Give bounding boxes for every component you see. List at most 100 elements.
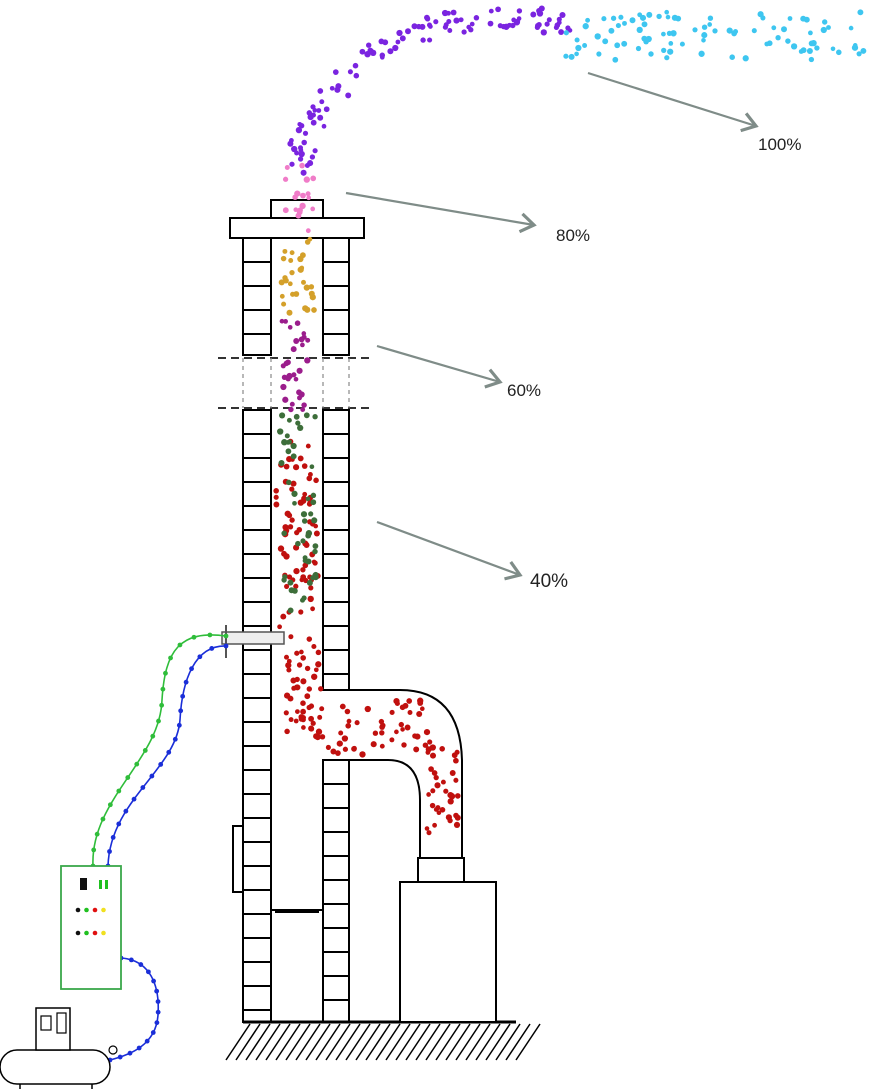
particle-green xyxy=(307,580,313,586)
right-brick xyxy=(323,928,349,952)
particle-purple xyxy=(298,156,303,161)
particle-green xyxy=(281,439,287,445)
hose-green-bead xyxy=(143,748,148,753)
particle-purple xyxy=(301,170,307,176)
arrow-80-shaft xyxy=(346,193,534,225)
right-brick xyxy=(323,626,349,650)
right-brick xyxy=(323,952,349,976)
particle-red xyxy=(343,747,348,752)
particle-green xyxy=(306,530,312,536)
left-brick xyxy=(243,1010,271,1022)
particle-gold xyxy=(289,270,294,275)
particle-red xyxy=(455,793,461,799)
particle-red xyxy=(453,813,459,819)
particle-red xyxy=(319,706,324,711)
particle-green xyxy=(312,573,318,579)
particle-red xyxy=(314,531,320,537)
particle-green xyxy=(311,493,316,498)
particle-cyan xyxy=(781,26,787,32)
ground-hatch xyxy=(466,1024,490,1060)
right-brick xyxy=(323,506,349,530)
particle-cyan xyxy=(692,27,697,32)
particle-cyan xyxy=(799,49,804,54)
particle-red xyxy=(273,502,279,508)
particle-red xyxy=(443,789,448,794)
left-brick xyxy=(243,914,271,938)
particle-red xyxy=(294,685,299,690)
particle-green xyxy=(302,518,308,524)
particle-cyan xyxy=(648,51,653,56)
particle-cyan xyxy=(661,48,666,53)
particle-red xyxy=(371,741,377,747)
particle-red xyxy=(310,606,315,611)
hose-lower-bead xyxy=(128,1051,133,1056)
hose-blue-bead xyxy=(180,694,185,699)
ground-hatch xyxy=(386,1024,410,1060)
particle-purple xyxy=(451,10,457,16)
particle-purple xyxy=(353,63,359,69)
particle-red xyxy=(297,662,302,667)
ground-hatch xyxy=(366,1024,390,1060)
particle-purple xyxy=(501,24,506,29)
hose-blue-bead xyxy=(178,708,183,713)
particle-red xyxy=(380,744,385,749)
left-brick xyxy=(243,262,271,286)
particle-red xyxy=(390,710,395,715)
particle-purple xyxy=(427,37,432,42)
particle-red xyxy=(453,758,459,764)
particle-red xyxy=(453,778,458,783)
particle-magenta xyxy=(304,357,310,363)
particle-red xyxy=(314,667,319,672)
particle-red xyxy=(423,742,428,747)
furnace-body xyxy=(400,882,496,1022)
label-60-percent: 60% xyxy=(507,381,541,400)
particle-cyan xyxy=(564,30,569,35)
particle-purple xyxy=(468,27,473,32)
particle-green xyxy=(286,480,291,485)
particle-green xyxy=(297,425,303,431)
particle-red xyxy=(294,719,299,724)
left-brick xyxy=(243,530,271,554)
right-brick xyxy=(323,530,349,554)
particle-green xyxy=(282,574,287,579)
ground-hatch xyxy=(486,1024,510,1060)
particle-magenta xyxy=(294,377,299,382)
left-brick xyxy=(243,962,271,986)
particle-cyan xyxy=(637,27,643,33)
particle-red xyxy=(305,666,310,671)
right-brick xyxy=(323,262,349,286)
particle-red xyxy=(288,634,293,639)
particle-cyan xyxy=(575,45,581,51)
particle-red xyxy=(355,720,360,725)
right-brick xyxy=(323,238,349,262)
particle-purple xyxy=(319,99,324,104)
right-brick xyxy=(323,554,349,578)
hose-lower-bead xyxy=(129,958,134,963)
particle-pink xyxy=(304,176,310,182)
particle-purple xyxy=(366,43,371,48)
right-brick xyxy=(323,458,349,482)
particle-green xyxy=(281,531,287,537)
particle-red xyxy=(289,717,294,722)
hose-lower-bead xyxy=(151,979,156,984)
particle-red xyxy=(413,746,419,752)
right-brick xyxy=(323,602,349,626)
right-brick xyxy=(323,904,349,928)
hose-green-bead xyxy=(224,634,229,639)
particle-gold xyxy=(288,281,293,286)
particle-green xyxy=(306,496,311,501)
left-brick xyxy=(243,722,271,746)
nozzle-pipe xyxy=(222,632,284,644)
ground-hatching xyxy=(226,1022,540,1060)
left-brick xyxy=(243,434,271,458)
hose-blue-bead xyxy=(184,680,189,685)
ground-hatch xyxy=(406,1024,430,1060)
particle-red xyxy=(308,596,314,602)
hose-green-bead xyxy=(91,847,96,852)
particle-purple xyxy=(419,24,425,30)
particle-cyan xyxy=(808,31,813,36)
hose-green-bead xyxy=(108,802,113,807)
particle-gold xyxy=(309,284,314,289)
particle-red xyxy=(406,698,412,704)
